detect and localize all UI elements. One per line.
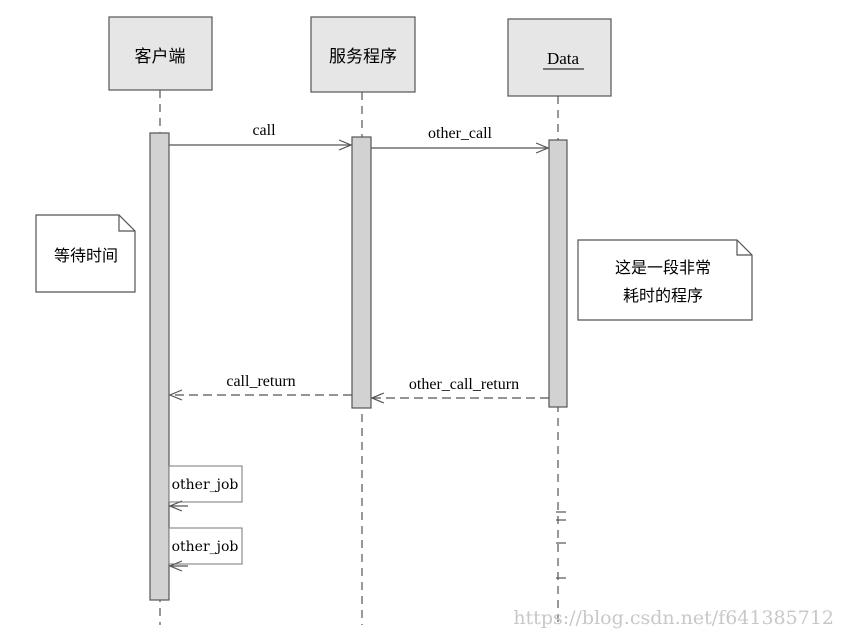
message-call-return-label: call_return	[226, 373, 295, 390]
message-other-call-return-label: other_call_return	[409, 376, 519, 393]
activation-data	[548, 139, 568, 408]
message-other-call: other_call	[371, 125, 548, 148]
activation-client	[149, 132, 170, 601]
participant-server: 服务程序	[310, 16, 416, 93]
message-call-label: call	[252, 122, 276, 139]
participant-client: 客户端	[108, 16, 213, 91]
participant-client-label: 客户端	[135, 47, 186, 67]
participant-data: Data	[507, 18, 612, 97]
watermark: https://blog.csdn.net/f641385712	[513, 607, 834, 629]
participant-data-label: Data	[547, 49, 580, 68]
message-call: call	[169, 122, 351, 145]
message-other-call-label: other_call	[428, 125, 493, 142]
message-call-return: call_return	[170, 373, 352, 395]
self-call-other-job-1-label: other_job	[172, 477, 239, 493]
note-slow-program-line-1: 这是一段非常	[615, 258, 711, 277]
activation-server	[351, 136, 372, 409]
self-call-other-job-2: other_job	[168, 527, 243, 566]
note-slow-program-line-2: 耗时的程序	[623, 286, 703, 305]
note-slow-program: 这是一段非常 耗时的程序	[577, 239, 753, 321]
note-wait-time: 等待时间	[35, 214, 136, 293]
participant-server-label: 服务程序	[329, 47, 397, 67]
message-other-call-return: other_call_return	[372, 376, 549, 398]
lifeline-data-fragments	[556, 511, 566, 579]
self-call-other-job-2-label: other_job	[172, 539, 239, 555]
note-wait-time-line-1: 等待时间	[54, 246, 118, 265]
self-call-other-job-1: other_job	[168, 465, 243, 506]
